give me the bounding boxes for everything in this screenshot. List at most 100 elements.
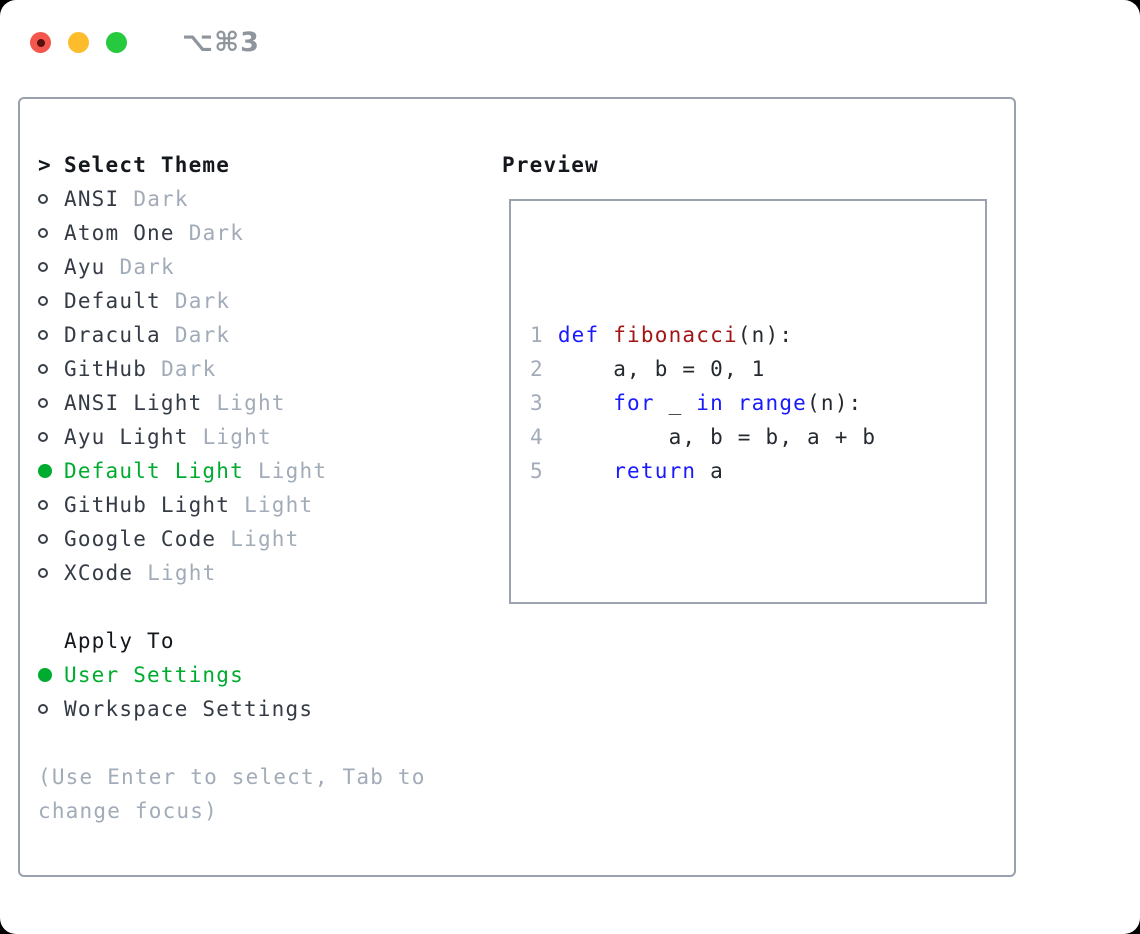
apply-to-header: Apply To [38,624,426,658]
code-line: 5 return a [530,454,985,488]
theme-option-ayu-light-light-label: Ayu Light [64,425,189,449]
line-number: 4 [530,425,544,449]
hint-text-line2: change focus) [38,799,218,823]
code-token-function: fibonacci [613,323,738,347]
theme-option-google-code-light[interactable]: Google Code Light [38,522,426,556]
radio-unselected-icon [38,704,48,714]
code-token-plain [724,391,738,415]
hint-text-line1: (Use Enter to select, Tab to [38,765,426,789]
theme-option-ayu-dark-label: Ayu [64,255,106,279]
code-line: 1 def fibonacci(n): [530,318,985,352]
radio-unselected-icon [38,228,48,238]
radio-unselected-icon [38,432,48,442]
code-token-plain [599,323,613,347]
preview-title: Preview [502,153,599,177]
code-line: 3 for _ in range(n): [530,386,985,420]
radio-unselected-icon [38,398,48,408]
theme-option-ansi-light-light-variant: Light [216,391,286,415]
theme-option-google-code-light-label: Google Code [64,527,217,551]
theme-option-github-dark-variant: Dark [161,357,217,381]
blank-line [530,556,985,590]
theme-option-github-dark-label: GitHub [64,357,148,381]
zoom-button[interactable] [106,32,127,53]
code-token-plain: (n): [737,323,794,347]
radio-unselected-icon [38,568,48,578]
line-number: 3 [530,391,544,415]
line-number: 1 [530,323,544,347]
code-token-plain: _ [654,391,697,415]
radio-selected-icon [38,668,52,682]
code-token-keyword: for [613,391,655,415]
caret-icon: > [38,153,52,177]
radio-unselected-icon [38,194,48,204]
apply-option-user-settings[interactable]: User Settings [38,658,426,692]
code-line: 4 a, b = b, a + b [530,420,985,454]
keyboard-shortcut-label: ⌥⌘3 [182,27,260,58]
apply-option-workspace-settings-label: Workspace Settings [64,697,314,721]
theme-option-ayu-light-light[interactable]: Ayu Light Light [38,420,426,454]
code-token-keyword: def [557,323,600,347]
radio-selected-icon [38,464,52,478]
radio-unselected-icon [38,262,48,272]
radio-unselected-icon [38,330,48,340]
code-token-plain: a, b = 0, 1 [557,357,766,381]
theme-option-ansi-light-light-label: ANSI Light [64,391,203,415]
theme-option-google-code-light-variant: Light [230,527,300,551]
line-number: 5 [530,459,544,483]
radio-unselected-icon [38,364,48,374]
theme-option-default-dark[interactable]: Default Dark [38,284,426,318]
code-token-plain [558,459,613,483]
radio-unselected-icon [38,296,48,306]
theme-option-xcode-light-variant: Light [147,561,217,585]
theme-option-xcode-light-label: XCode [64,561,134,585]
theme-option-ayu-light-light-variant: Light [202,425,272,449]
code-token-keyword: range [737,391,808,415]
close-dot-icon [36,38,45,47]
theme-option-github-light-light-variant: Light [244,493,314,517]
line-number: 2 [530,357,544,381]
theme-option-dracula-dark-variant: Dark [174,323,231,347]
select-theme-header: > Select Theme [38,148,426,182]
theme-option-github-light-light[interactable]: GitHub Light Light [38,488,426,522]
titlebar: ⌥⌘3 [30,27,260,58]
code-token-plain: (n): [807,391,863,415]
theme-option-github-light-light-label: GitHub Light [64,493,231,517]
theme-option-ansi-light-light[interactable]: ANSI Light Light [38,386,426,420]
theme-option-default-light-light-variant: Light [257,459,328,483]
apply-to-title: Apply To [64,629,175,653]
radio-unselected-icon [38,534,48,544]
minimize-button[interactable] [68,32,89,53]
theme-option-ayu-dark-variant: Dark [119,255,175,279]
theme-option-xcode-light[interactable]: XCode Light [38,556,426,590]
code-token-plain [558,391,613,415]
code-token-keyword: in [696,391,724,415]
close-button[interactable] [30,32,51,53]
theme-option-default-light-light[interactable]: Default Light Light [38,454,426,488]
theme-option-ansi-dark[interactable]: ANSI Dark [38,182,426,216]
theme-option-ansi-dark-label: ANSI [64,187,120,211]
theme-option-default-dark-variant: Dark [174,289,231,313]
apply-option-workspace-settings[interactable]: Workspace Settings [38,692,426,726]
theme-option-github-dark[interactable]: GitHub Dark [38,352,426,386]
code-token-keyword: return [613,459,697,483]
select-theme-title: Select Theme [64,153,231,177]
theme-option-ayu-dark[interactable]: Ayu Dark [38,250,426,284]
spacer [38,590,426,624]
spacer [38,726,426,760]
theme-option-default-light-light-label: Default Light [64,459,244,483]
theme-option-dracula-dark-label: Dracula [64,323,161,347]
apply-option-user-settings-label: User Settings [64,663,244,687]
theme-option-dracula-dark[interactable]: Dracula Dark [38,318,426,352]
theme-option-atom-one-dark-variant: Dark [188,221,245,245]
theme-option-default-dark-label: Default [64,289,161,313]
theme-option-ansi-dark-variant: Dark [133,187,189,211]
